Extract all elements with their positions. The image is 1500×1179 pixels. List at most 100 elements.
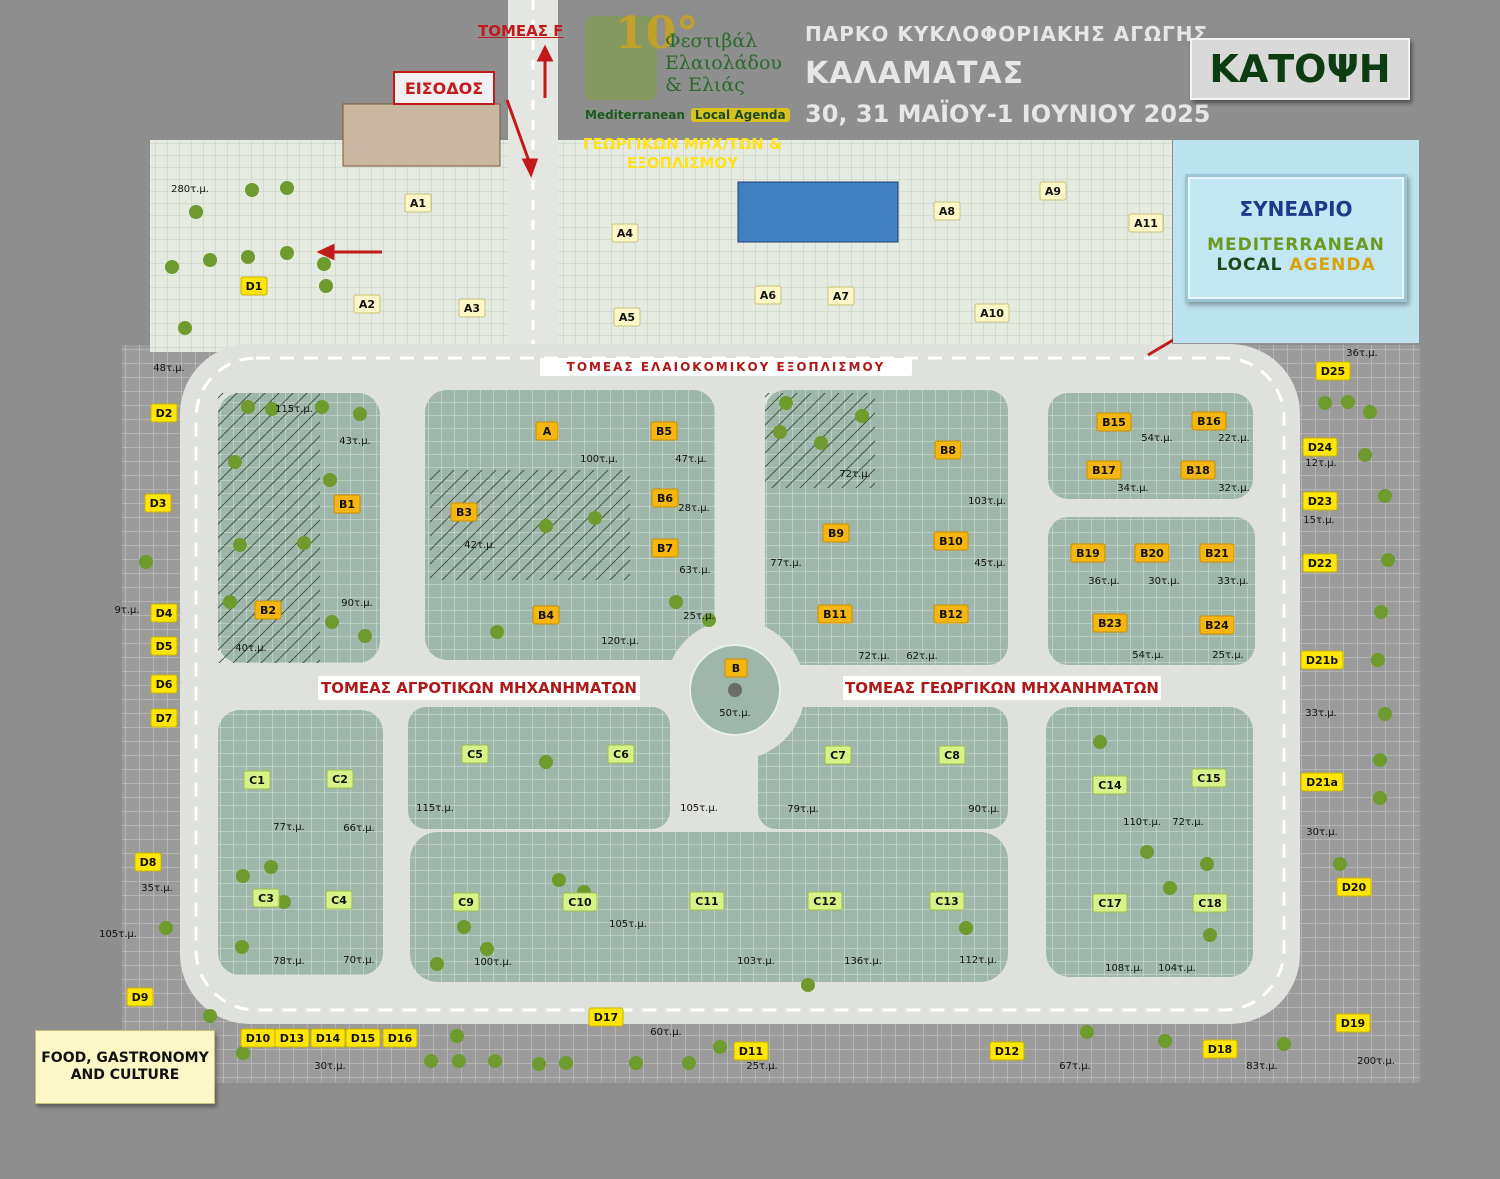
- booth-d6[interactable]: D6: [150, 674, 178, 694]
- booth-d14[interactable]: D14: [310, 1028, 346, 1048]
- booth-b18[interactable]: B18: [1180, 460, 1216, 480]
- booth-d18[interactable]: D18: [1202, 1039, 1238, 1059]
- booth-c8[interactable]: C8: [938, 745, 966, 765]
- booth-marker[interactable]: [1199, 615, 1235, 635]
- booth-marker[interactable]: [1092, 613, 1128, 633]
- booth-marker[interactable]: [651, 538, 679, 558]
- booth-marker[interactable]: [651, 488, 679, 508]
- booth-a11[interactable]: A11: [1128, 213, 1164, 233]
- booth-b10[interactable]: B10: [933, 531, 969, 551]
- booth-marker[interactable]: [824, 745, 852, 765]
- booth-c15[interactable]: C15: [1191, 768, 1227, 788]
- food-gastronomy-button[interactable]: FOOD, GASTRONOMY AND CULTURE: [35, 1030, 215, 1104]
- booth-c17[interactable]: C17: [1092, 893, 1128, 913]
- booth-marker[interactable]: [989, 1041, 1025, 1061]
- booth-d4[interactable]: D4: [150, 603, 178, 623]
- booth-b21[interactable]: B21: [1199, 543, 1235, 563]
- booth-b15[interactable]: B15: [1096, 412, 1132, 432]
- booth-a10[interactable]: A10: [974, 303, 1010, 323]
- booth-marker[interactable]: [588, 1007, 624, 1027]
- booth-a7[interactable]: A7: [827, 286, 855, 306]
- booth-marker[interactable]: [1199, 543, 1235, 563]
- booth-marker[interactable]: [562, 892, 598, 912]
- booth-marker[interactable]: [933, 531, 969, 551]
- booth-marker[interactable]: [1086, 460, 1122, 480]
- booth-d25[interactable]: D25: [1315, 361, 1351, 381]
- booth-marker[interactable]: [134, 852, 162, 872]
- booth-d20[interactable]: D20: [1336, 877, 1372, 897]
- booth-c14[interactable]: C14: [1092, 775, 1128, 795]
- booth-marker[interactable]: [240, 276, 268, 296]
- booth-d16[interactable]: D16: [382, 1028, 418, 1048]
- booth-c6[interactable]: C6: [607, 744, 635, 764]
- booth-marker[interactable]: [126, 987, 154, 1007]
- booth-marker[interactable]: [689, 891, 725, 911]
- booth-d9[interactable]: D9: [126, 987, 154, 1007]
- booth-d5[interactable]: D5: [150, 636, 178, 656]
- booth-marker[interactable]: [333, 494, 361, 514]
- booth-marker[interactable]: [458, 298, 486, 318]
- booth-marker[interactable]: [404, 193, 432, 213]
- booth-marker[interactable]: [1039, 181, 1067, 201]
- booth-marker[interactable]: [150, 636, 178, 656]
- booth-marker[interactable]: [933, 201, 961, 221]
- booth-marker[interactable]: [1302, 491, 1338, 511]
- booth-marker[interactable]: [1134, 543, 1170, 563]
- booth-d21a[interactable]: D21a: [1300, 772, 1344, 792]
- booth-marker[interactable]: [150, 603, 178, 623]
- booth-marker[interactable]: [934, 440, 962, 460]
- booth-a9[interactable]: A9: [1039, 181, 1067, 201]
- booth-d22[interactable]: D22: [1302, 553, 1338, 573]
- booth-marker[interactable]: [254, 600, 282, 620]
- booth-d17[interactable]: D17: [588, 1007, 624, 1027]
- booth-a4[interactable]: A4: [611, 223, 639, 243]
- booth-d12[interactable]: D12: [989, 1041, 1025, 1061]
- booth-b24[interactable]: B24: [1199, 615, 1235, 635]
- booth-b11[interactable]: B11: [817, 604, 853, 624]
- booth-d21b[interactable]: D21b: [1300, 650, 1344, 670]
- booth-marker[interactable]: [535, 421, 559, 441]
- booth-d19[interactable]: D19: [1335, 1013, 1371, 1033]
- booth-c1[interactable]: C1: [243, 770, 271, 790]
- booth-c5[interactable]: C5: [461, 744, 489, 764]
- booth-b1[interactable]: B1: [333, 494, 361, 514]
- booth-c11[interactable]: C11: [689, 891, 725, 911]
- booth-marker[interactable]: [274, 1028, 310, 1048]
- booth-a8[interactable]: A8: [933, 201, 961, 221]
- booth-b17[interactable]: B17: [1086, 460, 1122, 480]
- booth-marker[interactable]: [1302, 553, 1338, 573]
- booth-marker[interactable]: [613, 307, 641, 327]
- booth-marker[interactable]: [1180, 460, 1216, 480]
- booth-c4[interactable]: C4: [325, 890, 353, 910]
- booth-c12[interactable]: C12: [807, 891, 843, 911]
- booth-b20[interactable]: B20: [1134, 543, 1170, 563]
- booth-d2[interactable]: D2: [150, 403, 178, 423]
- booth-c9[interactable]: C9: [452, 892, 480, 912]
- booth-marker[interactable]: [1128, 213, 1164, 233]
- booth-marker[interactable]: [243, 770, 271, 790]
- booth-marker[interactable]: [1302, 437, 1338, 457]
- booth-marker[interactable]: [1092, 775, 1128, 795]
- booth-b3[interactable]: B3: [450, 502, 478, 522]
- booth-marker[interactable]: [1192, 893, 1228, 913]
- booth-marker[interactable]: [1315, 361, 1351, 381]
- booth-marker[interactable]: [807, 891, 843, 911]
- booth-marker[interactable]: [827, 286, 855, 306]
- booth-marker[interactable]: [817, 604, 853, 624]
- booth-marker[interactable]: [1335, 1013, 1371, 1033]
- booth-a5[interactable]: A5: [613, 307, 641, 327]
- booth-marker[interactable]: [1191, 768, 1227, 788]
- booth-c10[interactable]: C10: [562, 892, 598, 912]
- booth-marker[interactable]: [144, 493, 172, 513]
- booth-b8[interactable]: B8: [934, 440, 962, 460]
- booth-a3[interactable]: A3: [458, 298, 486, 318]
- booth-b4[interactable]: B4: [532, 605, 560, 625]
- booth-b16[interactable]: B16: [1191, 411, 1227, 431]
- booth-b[interactable]: B: [724, 658, 748, 678]
- booth-d24[interactable]: D24: [1302, 437, 1338, 457]
- plan-button[interactable]: ΚΑΤΟΨΗ: [1190, 38, 1410, 100]
- booth-b7[interactable]: B7: [651, 538, 679, 558]
- booth-a2[interactable]: A2: [353, 294, 381, 314]
- booth-marker[interactable]: [325, 890, 353, 910]
- booth-d10[interactable]: D10: [240, 1028, 276, 1048]
